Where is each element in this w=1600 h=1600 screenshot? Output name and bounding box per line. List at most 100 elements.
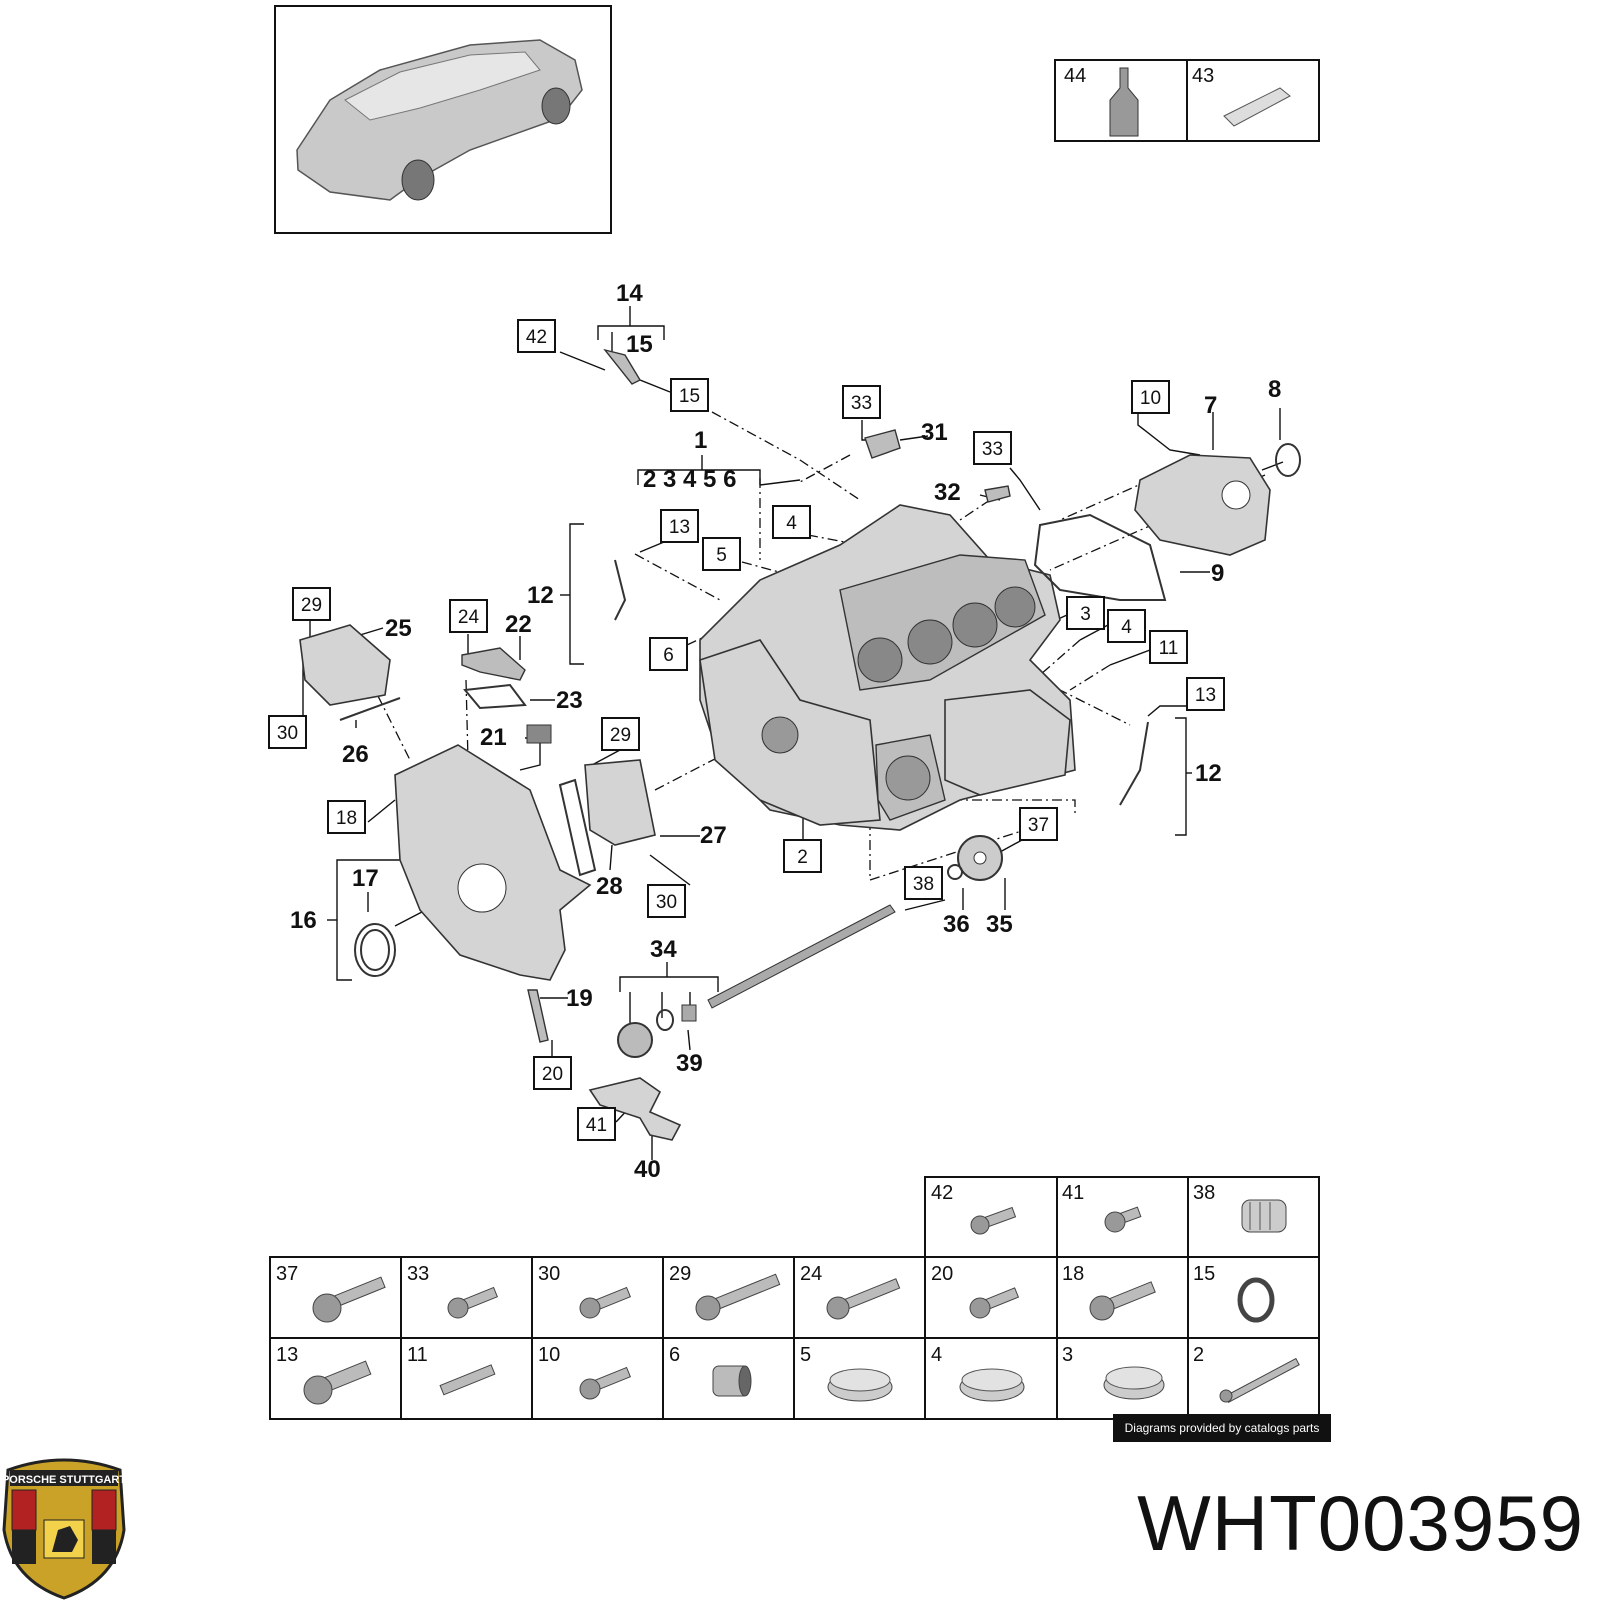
box-label: 2 xyxy=(797,847,808,868)
callout-label: 28 xyxy=(596,873,623,900)
callout-label: 25 xyxy=(385,615,412,642)
needle-bearing-icon xyxy=(1241,1199,1287,1233)
table-cell-label: 20 xyxy=(931,1263,953,1285)
box-label: 29 xyxy=(610,725,631,746)
callout-label: 26 xyxy=(342,741,369,768)
callout-label: 8 xyxy=(1268,376,1281,403)
box-label: 30 xyxy=(656,892,677,913)
bolt-icon xyxy=(1089,1281,1156,1321)
callout-label: 36 xyxy=(943,911,970,938)
crest-lettering: PORSCHE STUTTGART xyxy=(2,1474,126,1486)
box-label: 41 xyxy=(586,1115,607,1136)
callout-numbers: 14 15 1 2 3 4 5 6 31 32 7 8 9 12 25 22 2… xyxy=(290,280,1281,1183)
callout-label: 17 xyxy=(352,865,379,892)
callout-label: 14 xyxy=(616,280,643,307)
table-cell-label: 2 xyxy=(1193,1344,1204,1366)
box-label: 30 xyxy=(277,723,298,744)
sleeve-icon xyxy=(712,1365,752,1397)
box-label: 4 xyxy=(1121,617,1132,638)
bolt-icon xyxy=(447,1286,498,1319)
table-cell-label: 24 xyxy=(800,1263,822,1285)
callout-label: 31 xyxy=(921,419,948,446)
box-label: 15 xyxy=(679,386,700,407)
long-bolt-icon xyxy=(1219,1357,1300,1403)
box-label: 18 xyxy=(336,808,357,829)
credit-banner: Diagrams provided by catalogs parts xyxy=(1113,1414,1331,1442)
seal-ring-icon xyxy=(1237,1277,1275,1323)
box-label: 20 xyxy=(542,1064,563,1085)
bolt-icon xyxy=(303,1360,372,1405)
vehicle-thumbnail xyxy=(274,5,612,234)
box-label: 33 xyxy=(982,439,1003,460)
box-label: 13 xyxy=(1195,685,1216,706)
box-label: 29 xyxy=(301,595,322,616)
callout-label: 32 xyxy=(934,479,961,506)
callout-label: 35 xyxy=(986,911,1013,938)
callout-label: 21 xyxy=(480,724,507,751)
box-label: 6 xyxy=(663,645,674,666)
callout-label: 40 xyxy=(634,1156,661,1183)
callout-label: 12 xyxy=(527,582,554,609)
table-cell-label: 37 xyxy=(276,1263,298,1285)
table-cell-label: 15 xyxy=(1193,1263,1215,1285)
box-label: 37 xyxy=(1028,815,1049,836)
box-label: 3 xyxy=(1080,604,1091,625)
plug-cap-icon xyxy=(1103,1366,1165,1400)
callout-label: 15 xyxy=(626,331,653,358)
bolt-icon xyxy=(579,1286,631,1319)
table-cell-label: 41 xyxy=(1062,1182,1084,1204)
part-number: WHT003959 xyxy=(1137,1479,1584,1567)
callout-label: 1 xyxy=(694,427,707,454)
table-cell-label: 30 xyxy=(538,1263,560,1285)
callout-label: 39 xyxy=(676,1050,703,1077)
table-cell-label: 6 xyxy=(669,1344,680,1366)
callout-label: 9 xyxy=(1211,560,1224,587)
boxed-references: 42 15 33 33 10 13 4 5 6 3 4 11 13 29 24 … xyxy=(268,319,1225,1141)
box-label: 5 xyxy=(716,545,727,566)
bolt-icon xyxy=(1104,1206,1142,1233)
bolt-icon xyxy=(970,1206,1017,1235)
box-label: 42 xyxy=(526,327,547,348)
table-cell-label: 11 xyxy=(407,1344,428,1366)
consumables-table: 44 43 xyxy=(1054,59,1320,142)
box-label: 38 xyxy=(913,874,934,895)
callout-label: 7 xyxy=(1204,392,1217,419)
stud-icon xyxy=(439,1364,496,1396)
plug-cap-icon xyxy=(959,1368,1025,1402)
callout-label: 2 3 4 5 6 xyxy=(643,466,736,493)
table-cell-label: 18 xyxy=(1062,1263,1084,1285)
small-parts xyxy=(299,348,1149,1141)
callout-label: 34 xyxy=(650,936,677,963)
box-label: 24 xyxy=(458,607,480,628)
table-cell-label: 43 xyxy=(1192,65,1214,87)
bolt-icon xyxy=(579,1366,631,1400)
box-label: 10 xyxy=(1140,388,1161,409)
brand-crest-logo: PORSCHE STUTTGART xyxy=(2,1458,126,1600)
table-cell-label: 38 xyxy=(1193,1182,1215,1204)
engine-assembly xyxy=(699,504,1076,831)
table-cell-label: 5 xyxy=(800,1344,811,1366)
callout-label: 19 xyxy=(566,985,593,1012)
callout-label: 12 xyxy=(1195,760,1222,787)
table-cell-label: 42 xyxy=(931,1182,953,1204)
table-cell-label: 3 xyxy=(1062,1344,1073,1366)
table-cell-label: 33 xyxy=(407,1263,429,1285)
table-cell-label: 13 xyxy=(276,1344,298,1366)
bolt-icon xyxy=(312,1276,386,1323)
bolt-icon xyxy=(826,1278,901,1320)
timing-cover xyxy=(1033,443,1301,601)
box-label: 4 xyxy=(786,513,797,534)
plug-cap-icon xyxy=(827,1368,893,1402)
table-cell-label: 44 xyxy=(1064,65,1086,87)
callout-label: 22 xyxy=(505,611,532,638)
table-cell-label: 10 xyxy=(538,1344,560,1366)
sealant-bottle-icon xyxy=(1109,67,1139,137)
table-cell-label: 29 xyxy=(669,1263,691,1285)
table-cell-label: 4 xyxy=(931,1344,942,1366)
bolt-icon xyxy=(969,1287,1020,1319)
callout-label: 23 xyxy=(556,687,583,714)
box-label: 11 xyxy=(1159,638,1179,659)
box-label: 33 xyxy=(851,393,872,414)
bolt-icon xyxy=(695,1273,781,1321)
